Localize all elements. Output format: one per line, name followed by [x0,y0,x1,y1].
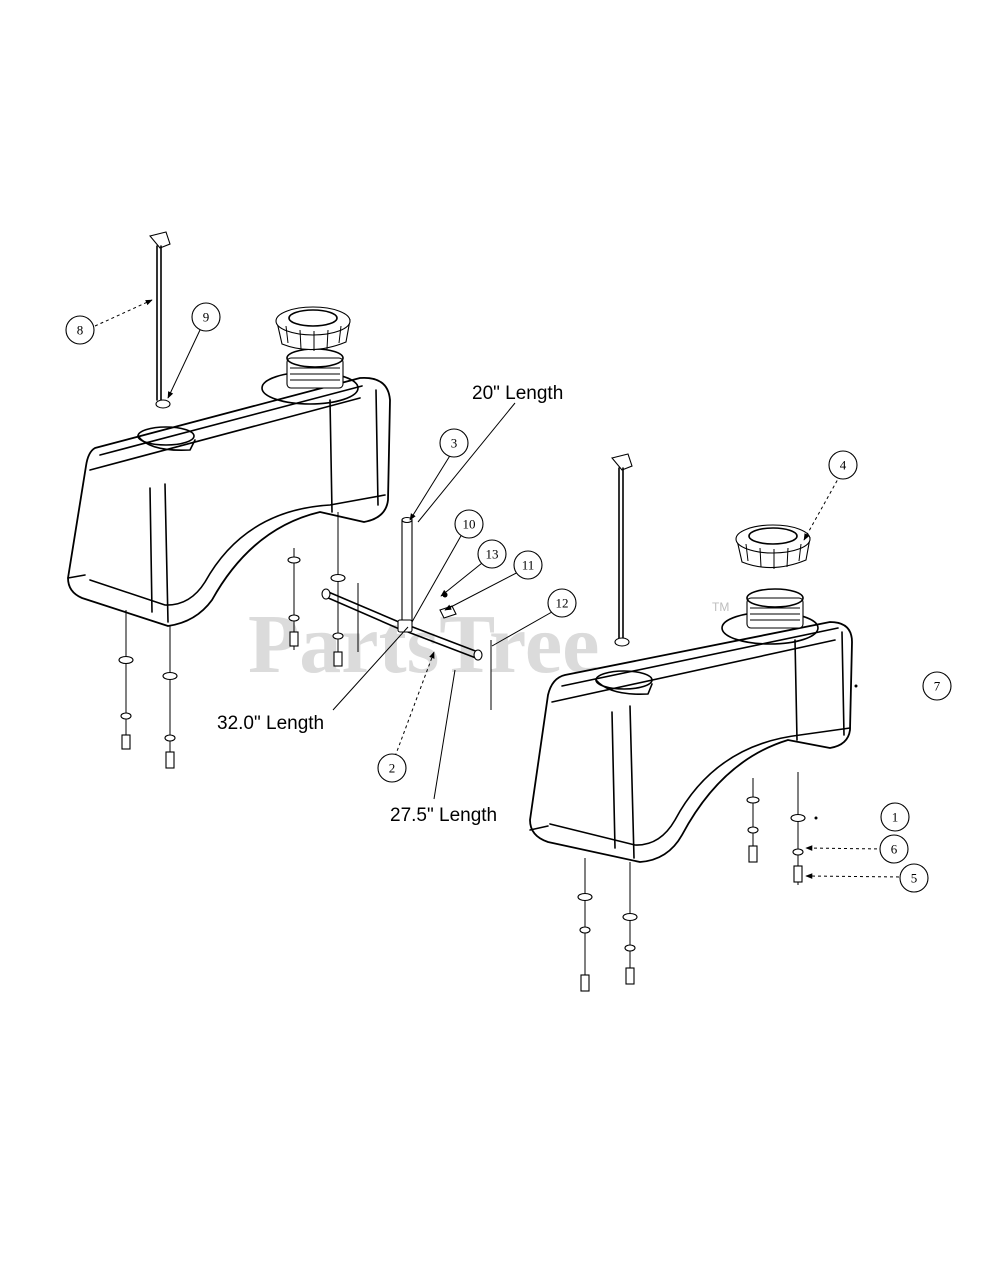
callout-7: 7 [922,671,952,701]
label-32-length: 32.0" Length [217,713,324,734]
callout-6: 6 [879,834,909,864]
svg-text:13: 13 [486,547,499,562]
right-fuel-tank [529,524,853,863]
svg-text:10: 10 [463,517,476,532]
svg-text:12: 12 [556,596,569,611]
svg-text:8: 8 [77,323,84,338]
label-27-5-length: 27.5" Length [390,805,497,826]
watermark-trademark: TM [712,600,729,614]
left-tank-hardware [118,512,359,769]
left-fuel-tank [67,306,391,627]
callout-11: 11 [513,550,543,580]
fuel-line-assembly [321,516,492,710]
left-fuel-sender [149,231,171,409]
right-tank-hardware [577,772,806,992]
svg-text:1: 1 [892,810,899,825]
callout-5: 5 [899,863,929,893]
label-20-length: 20" Length [472,383,563,404]
callout-13: 13 [477,539,507,569]
callout-8: 8 [65,315,95,345]
svg-text:6: 6 [891,842,898,857]
svg-text:3: 3 [451,436,458,451]
callout-4: 4 [828,450,858,480]
callout-2: 2 [377,753,407,783]
callout-1: 1 [880,802,910,832]
right-fuel-sender [611,453,633,647]
watermark: PartsTree [248,598,599,691]
svg-text:5: 5 [911,871,918,886]
leader-lines [94,299,906,879]
svg-text:9: 9 [203,310,210,325]
callout-3: 3 [439,428,469,458]
svg-text:7: 7 [934,679,941,694]
callout-9: 9 [191,302,221,332]
svg-text:4: 4 [840,458,847,473]
svg-text:2: 2 [389,761,396,776]
callout-10: 10 [454,509,484,539]
callout-12: 12 [547,588,577,618]
svg-text:11: 11 [522,558,535,573]
